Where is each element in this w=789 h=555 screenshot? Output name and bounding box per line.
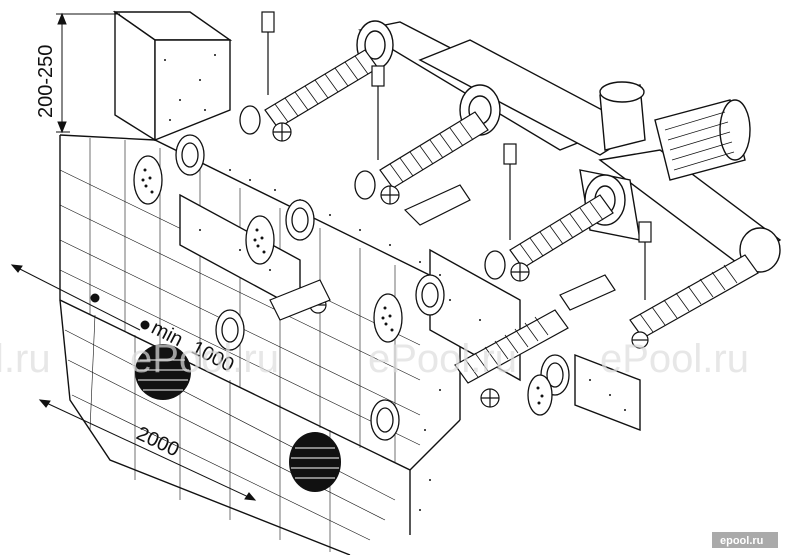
watermark-mid: ePool.ru [368, 337, 517, 381]
inlet-nozzles [133, 155, 553, 416]
dimension-lines [10, 12, 257, 501]
dimension-height-label: 200-250 [35, 45, 57, 118]
corrugated-hoses [264, 49, 759, 384]
dimension-width-value: 2000 [133, 423, 183, 462]
collector-pipes [356, 20, 782, 273]
watermark-center: ePool.ru [130, 337, 279, 381]
site-logo-text: epool.ru [720, 535, 763, 547]
valves [261, 11, 652, 408]
watermark-right: ePool.ru [600, 337, 749, 381]
site-logo: epool.ru [712, 532, 778, 548]
pump-motor [654, 99, 751, 181]
wall-fittings [175, 105, 570, 441]
floor-drains [135, 344, 341, 492]
watermark-left-fragment: l.ru [0, 337, 51, 381]
